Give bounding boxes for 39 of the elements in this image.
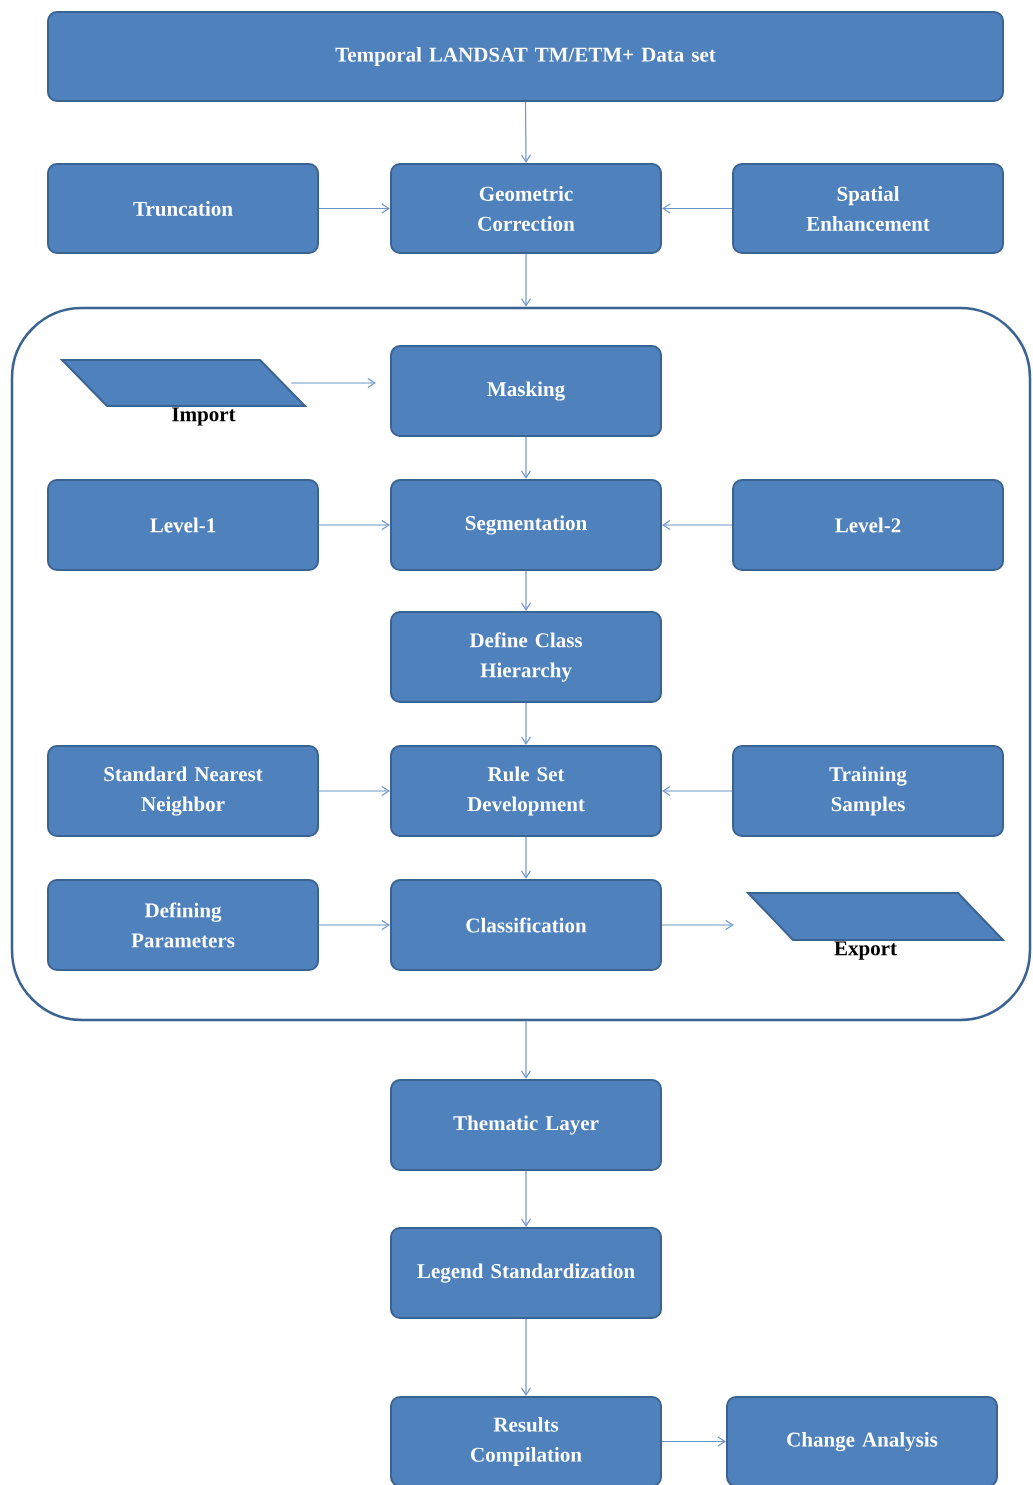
- arrow: [520, 570, 532, 611]
- process-box: Level-2: [732, 479, 1004, 571]
- arrow: [661, 1436, 726, 1447]
- process-box: Level-1: [47, 479, 319, 571]
- process-box: Classification: [390, 879, 662, 971]
- process-box: Defining Parameters: [47, 879, 319, 971]
- arrow: [318, 519, 390, 531]
- arrow: [318, 919, 390, 931]
- process-box: Spatial Enhancement: [732, 163, 1004, 254]
- arrow: [520, 1318, 532, 1396]
- arrow: [520, 101, 532, 163]
- process-box: Define Class Hierarchy: [390, 611, 662, 703]
- arrow: [520, 1020, 532, 1079]
- process-box: Temporal LANDSAT TM/ETM+ Data set: [47, 11, 1004, 102]
- process-box: Legend Standardization: [390, 1227, 662, 1319]
- node-label: Export: [834, 941, 897, 960]
- arrow: [318, 203, 390, 214]
- process-box: Masking: [390, 345, 662, 437]
- node-label: Import: [172, 407, 236, 426]
- arrow: [661, 919, 734, 931]
- process-box: Change Analysis: [726, 1396, 998, 1485]
- process-box: Truncation: [47, 163, 319, 254]
- process-box: Training Samples: [732, 745, 1004, 837]
- arrow: [662, 203, 733, 214]
- process-box: Geometric Correction: [390, 163, 662, 254]
- process-box: Rule Set Development: [390, 745, 662, 837]
- arrow: [290, 377, 376, 389]
- arrow: [318, 785, 390, 797]
- process-box: Results Compilation: [390, 1396, 662, 1485]
- arrow: [662, 785, 733, 797]
- arrow: [520, 702, 532, 745]
- process-box: Standard Nearest Neighbor: [47, 745, 319, 837]
- arrow: [520, 253, 532, 307]
- process-box: Thematic Layer: [390, 1079, 662, 1171]
- arrow: [520, 436, 532, 479]
- process-box: Segmentation: [390, 479, 662, 571]
- arrow: [520, 1170, 532, 1227]
- arrow: [662, 519, 733, 531]
- arrow: [520, 836, 532, 879]
